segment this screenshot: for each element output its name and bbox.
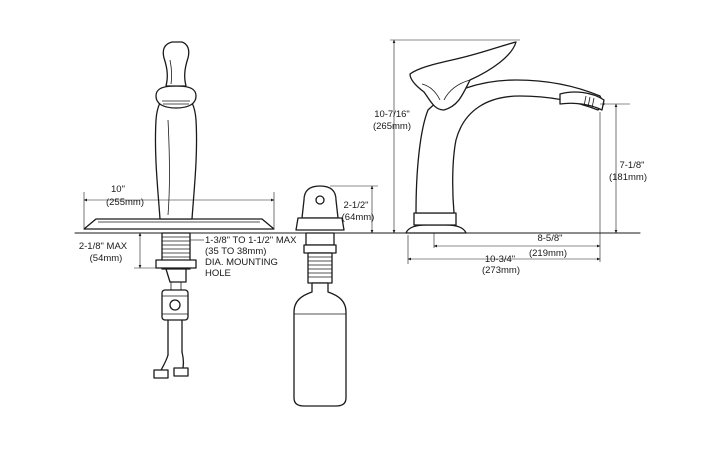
dispenser-height-dimension: 2-1/2" (64mm) (330, 185, 378, 234)
front-view-faucet (83, 41, 275, 379)
faucet-height-metric: (265mm) (373, 121, 411, 132)
mounting-hole-line1: 1-3/8" TO 1-1/2" MAX (205, 235, 297, 246)
dispenser-height-metric: (64mm) (342, 212, 375, 223)
overall-depth-metric: (273mm) (482, 265, 520, 276)
base-width-dimension: 10" (255mm) (83, 184, 275, 228)
faucet-height-imperial: 10-7/16" (374, 109, 410, 120)
overall-depth-imperial: 10-3/4" (485, 254, 515, 265)
mounting-hole-line3: DIA. MOUNTING (205, 257, 278, 268)
deck-thickness-dimension: 2-1/8" MAX (54mm) (79, 232, 160, 269)
spout-reach-imperial: 8-5/8" (537, 233, 562, 244)
soap-dispenser (293, 185, 347, 407)
deck-thickness-metric: (54mm) (90, 253, 123, 264)
dispenser-height-imperial: 2-1/2" (343, 200, 368, 211)
spout-reach-dimension: 8-5/8" (219mm) (433, 112, 601, 262)
spout-reach-metric: (219mm) (529, 248, 567, 259)
deck-thickness-imperial: 2-1/8" MAX (79, 241, 128, 252)
mounting-hole-line2: (35 TO 38mm) (205, 246, 266, 257)
base-width-imperial: 10" (111, 184, 125, 195)
mounting-hole-callout: 1-3/8" TO 1-1/2" MAX (35 TO 38mm) DIA. M… (190, 235, 297, 279)
base-width-metric: (255mm) (106, 197, 144, 208)
spout-height-dimension: 7-1/8" (181mm) (600, 103, 647, 234)
side-view-faucet (405, 41, 605, 234)
faucet-height-dimension: 10-7/16" (265mm) (373, 39, 520, 234)
mounting-hole-line4: HOLE (205, 268, 231, 279)
spout-height-imperial: 7-1/8" (619, 160, 644, 171)
spout-height-metric: (181mm) (609, 172, 647, 183)
overall-depth-dimension: 10-3/4" (273mm) (407, 235, 601, 276)
